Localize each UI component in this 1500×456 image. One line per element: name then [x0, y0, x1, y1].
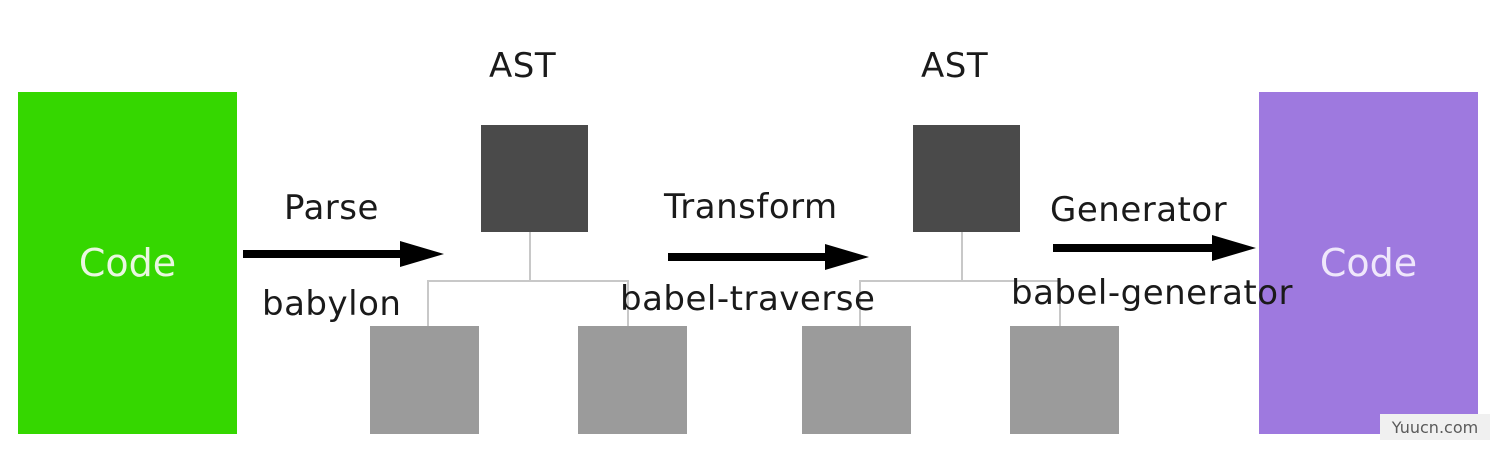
- ast-2-branch: [859, 280, 1061, 282]
- babel-traverse-label: babel-traverse: [620, 279, 876, 319]
- ast-1-left-child-node: [370, 326, 479, 434]
- ast-2-left-drop: [859, 280, 861, 326]
- ast-1-left-drop: [427, 280, 429, 326]
- ast-1-right-drop: [627, 280, 629, 326]
- watermark: Yuucn.com: [1380, 414, 1490, 440]
- output-code-label: Code: [1319, 241, 1418, 285]
- ast-2-title: AST: [921, 46, 989, 86]
- parse-arrow: [243, 241, 444, 267]
- output-code-box: Code: [1259, 92, 1478, 434]
- ast-1-title: AST: [489, 46, 557, 86]
- ast-2-right-drop: [1059, 280, 1061, 326]
- transform-arrow: [668, 244, 869, 270]
- ast-1-root-node: [481, 125, 588, 232]
- babel-generator-label: babel-generator: [1011, 273, 1294, 313]
- transform-label: Transform: [664, 187, 838, 227]
- generator-label: Generator: [1050, 190, 1228, 230]
- ast-2-right-child-node: [1010, 326, 1119, 434]
- ast-2-left-child-node: [802, 326, 911, 434]
- generator-arrow: [1053, 235, 1256, 261]
- babylon-label: babylon: [262, 284, 402, 324]
- input-code-box: Code: [18, 92, 237, 434]
- ast-2-stem: [961, 232, 963, 282]
- ast-1-branch: [427, 280, 629, 282]
- ast-2-root-node: [913, 125, 1020, 232]
- input-code-label: Code: [78, 241, 177, 285]
- parse-label: Parse: [284, 188, 379, 228]
- ast-1-stem: [529, 232, 531, 282]
- ast-1-right-child-node: [578, 326, 687, 434]
